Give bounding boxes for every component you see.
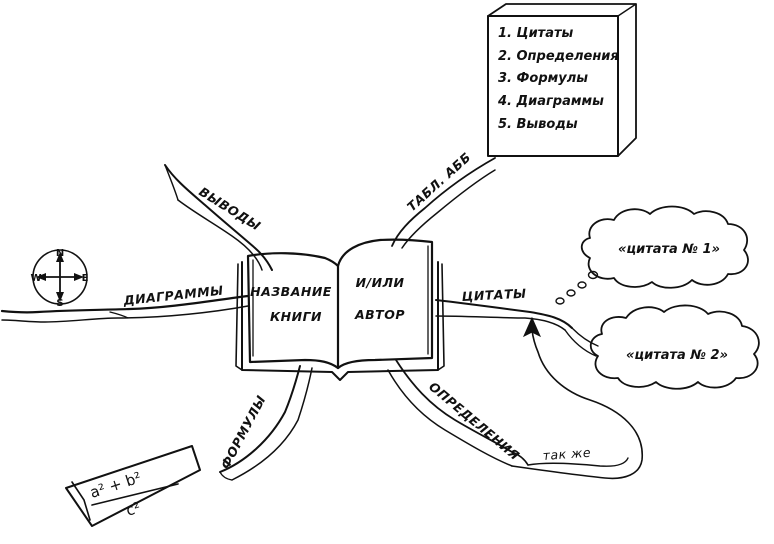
formula-card (65, 445, 201, 527)
compass-west-label: W (30, 273, 41, 284)
arrow-head-icon (522, 316, 542, 338)
quote-1-text: «цитата № 1» (618, 242, 720, 257)
quote-2-text: «цитата № 2» (626, 348, 728, 363)
table-item-3: 3. Формулы (498, 71, 588, 86)
branch-diagrams (0, 294, 250, 323)
book-author-line2: АВТОР (354, 307, 405, 322)
table-item-2: 2. Определения (498, 49, 619, 64)
table-item-5: 5. Выводы (498, 117, 578, 132)
branch-definitions (387, 329, 643, 480)
formula-denominator: c² (124, 498, 143, 520)
book-title-line2: КНИГИ (270, 309, 322, 324)
branch-abbreviations (391, 157, 496, 249)
compass-east-label: E (82, 273, 89, 284)
table-item-4: 4. Диаграммы (497, 94, 604, 109)
branch-formulas (219, 365, 313, 481)
book-author-line1: И/ИЛИ (356, 275, 405, 290)
branch-label-abbreviations: ТАБЛ. АББ (404, 149, 474, 214)
branch-quotes (435, 299, 599, 357)
compass-north-label: N (56, 248, 64, 259)
compass-south-label: S (56, 298, 63, 309)
thought-bubbles (555, 270, 599, 305)
branch-label-diagrams: ДИАГРАММЫ (122, 283, 224, 309)
compass-icon (32, 249, 88, 305)
branch-label-definitions: ОПРЕДЕЛЕНИЯ (426, 379, 523, 463)
book-icon (235, 238, 445, 381)
branch-label-also: так же (542, 445, 591, 463)
quote-cloud-1 (580, 205, 749, 289)
branch-label-quotes: ЦИТАТЫ (461, 286, 526, 304)
book-title-line1: НАЗВАНИЕ (250, 284, 332, 299)
branch-conclusions (164, 164, 273, 271)
abbreviation-table-box (487, 3, 637, 157)
table-item-1: 1. Цитаты (498, 26, 574, 41)
quote-cloud-2 (589, 304, 760, 390)
formula-numerator: a² + b² (88, 468, 144, 501)
